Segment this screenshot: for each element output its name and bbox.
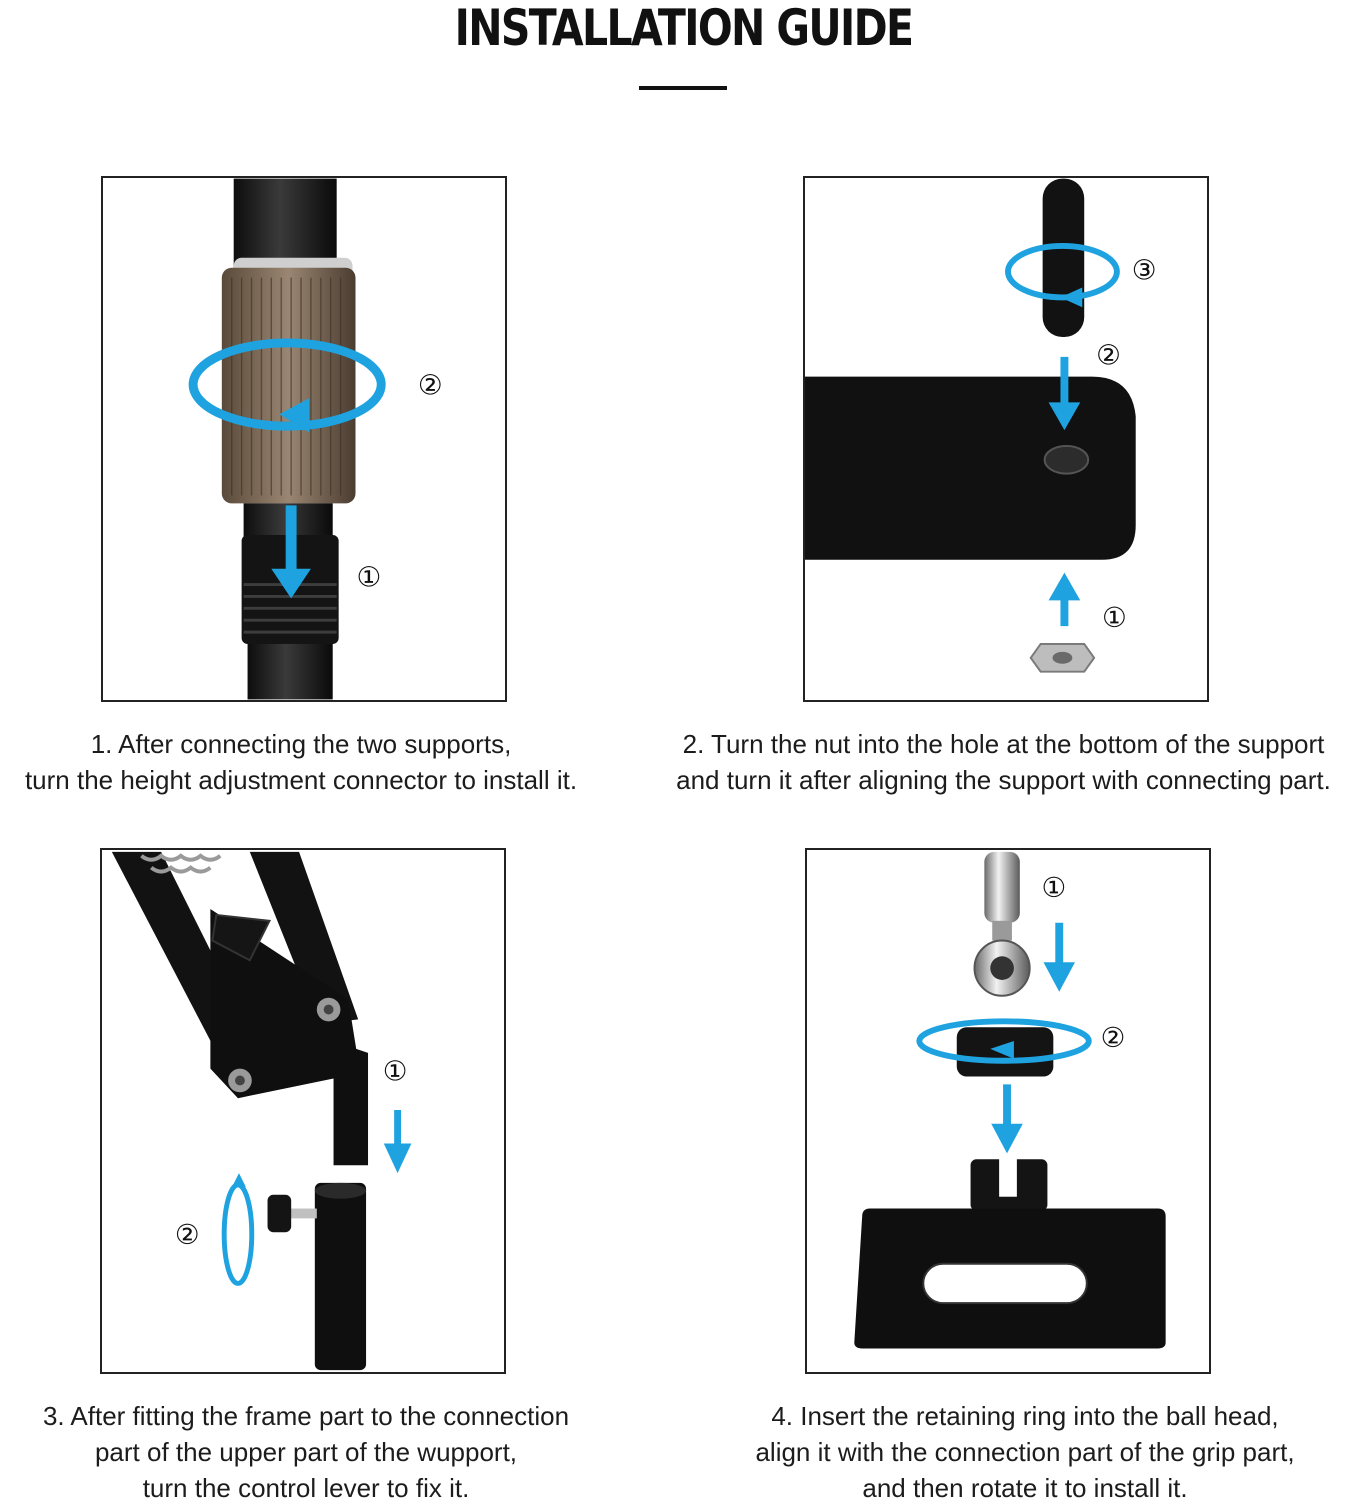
step-2-marker-2: ② [1096, 339, 1121, 372]
step-4-marker-1: ① [1042, 871, 1067, 904]
step-3-caption-line-3: turn the control lever to fix it. [142, 1473, 470, 1503]
step-3-caption-line-2: part of the upper part of the wupport, [94, 1437, 518, 1467]
step-4-caption: 4. Insert the retaining ring into the ba… [700, 1398, 1350, 1506]
step-4-marker-2: ② [1101, 1021, 1126, 1054]
step-1-caption: 1. After connecting the two supports, tu… [0, 726, 602, 798]
step-3-illustration: ① ② [111, 851, 412, 1371]
step-3-marker-1: ① [383, 1054, 408, 1087]
step-4-caption-line-2: align it with the connection part of the… [755, 1437, 1295, 1467]
step-1-caption-line-2: turn the height adjustment connector to … [24, 765, 578, 795]
step-2-illustration: ③ ② ① [805, 178, 1157, 673]
step-1-marker-2: ② [418, 368, 443, 401]
step-2-caption-line-1: 2. Turn the nut into the hole at the bot… [682, 729, 1325, 759]
step-4-image: ① ② [805, 848, 1211, 1374]
step-4-caption-line-1: 4. Insert the retaining ring into the ba… [771, 1401, 1279, 1431]
step-2-caption-line-2: and turn it after aligning the support w… [676, 765, 1331, 795]
step-2-image: ③ ② ① [803, 176, 1209, 702]
step-1-marker-1: ① [356, 561, 381, 594]
step-3-caption: 3. After fitting the frame part to the c… [0, 1398, 612, 1506]
step-4-caption-line-3: and then rotate it to install it. [862, 1473, 1188, 1503]
step-1-image: ② ① [101, 176, 507, 702]
title-underline [639, 86, 727, 90]
page-title: INSTALLATION GUIDE [454, 0, 914, 57]
step-1-illustration: ② ① [188, 178, 443, 700]
step-4-illustration: ① ② [854, 851, 1166, 1349]
step-2-caption: 2. Turn the nut into the hole at the bot… [640, 726, 1367, 798]
step-2-marker-1: ① [1102, 601, 1127, 634]
step-3-marker-2: ② [175, 1218, 200, 1251]
step-3-image: ① ② [100, 848, 506, 1374]
step-2-marker-3: ③ [1132, 254, 1157, 287]
step-3-caption-line-1: 3. After fitting the frame part to the c… [42, 1401, 570, 1431]
step-1-caption-line-1: 1. After connecting the two supports, [90, 729, 512, 759]
